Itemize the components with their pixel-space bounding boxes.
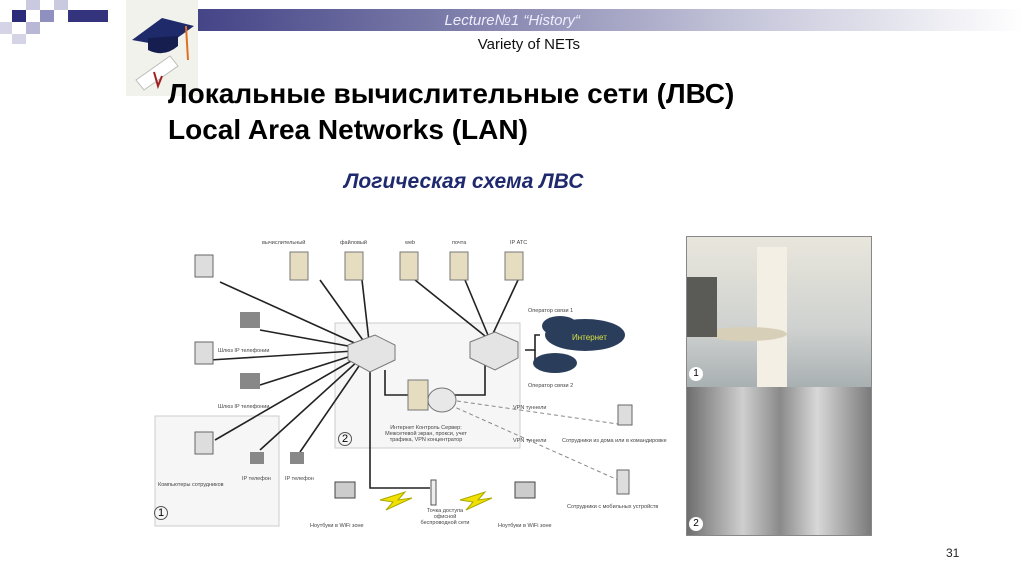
decor-square xyxy=(26,22,40,34)
office-and-server-photo: 1 2 xyxy=(686,236,872,536)
laptop-icons xyxy=(334,481,536,499)
cloud-internet-icon xyxy=(533,316,625,373)
decor-square xyxy=(0,22,12,34)
switch-icons xyxy=(347,331,519,373)
decor-square xyxy=(68,10,108,22)
decor-square xyxy=(12,34,26,44)
topic-label: Variety of NETs xyxy=(477,36,580,53)
wireless-bolt-icons xyxy=(379,490,493,511)
slide-subtitle: Логическая схема ЛВС xyxy=(344,170,584,193)
graduation-cap-icon xyxy=(126,0,198,96)
label-internet: Интернет xyxy=(572,333,607,342)
zone-1-box xyxy=(154,415,280,527)
photo-label-1: 1 xyxy=(689,367,703,381)
decor-square xyxy=(26,0,40,10)
access-point-icon xyxy=(430,479,437,506)
label-vpn-2: VPN туннели xyxy=(513,438,547,444)
zone-1-number: 1 xyxy=(154,506,168,520)
label-remote-employees: Сотрудники из дома или в командировке xyxy=(562,438,667,444)
label-server-compute: вычислительный xyxy=(262,240,306,246)
label-laptop-2: Ноутбуки в WiFi зоне xyxy=(498,523,552,529)
label-operator-2: Оператор связи 2 xyxy=(528,383,574,389)
zone-2-number: 2 xyxy=(338,432,352,446)
label-gateway-2: Шлюз IP телефонии xyxy=(218,404,270,410)
label-ip-phone-1: IP телефон xyxy=(242,476,271,482)
label-mobile-employees: Сотрудники с мобильных устройств xyxy=(567,504,659,510)
label-control-server: Интернет Контроль Сервер: Межсетевой экр… xyxy=(385,425,467,443)
label-server-mail: почта xyxy=(452,240,467,246)
decor-square xyxy=(40,10,54,22)
label-server-web: web xyxy=(405,240,416,246)
phone-icons xyxy=(240,312,304,464)
label-server-ipats: IP АТС xyxy=(510,240,528,246)
label-vpn-1: VPN туннели xyxy=(513,405,547,411)
server-room-photo xyxy=(687,387,871,535)
label-laptop-1: Ноутбуки в WiFi зоне xyxy=(310,523,364,529)
slide-title-ru: Локальные вычислительные сети (ЛВС) xyxy=(168,78,735,109)
header-bar xyxy=(126,9,1024,31)
decor-square xyxy=(54,0,68,10)
photo-label-2: 2 xyxy=(689,517,703,531)
label-ip-phone-2: IP телефон xyxy=(285,476,314,482)
slide-title-en: Local Area Networks (LAN) xyxy=(168,114,528,145)
lecture-label: Lecture№1 “History“ xyxy=(444,12,580,29)
label-computers: Компьютеры сотрудников xyxy=(158,482,224,488)
label-server-file: файловый xyxy=(340,240,367,246)
label-operator-1: Оператор связи 1 xyxy=(528,308,574,314)
decor-square xyxy=(12,10,26,22)
label-access-point: Точка доступа офисной беспроводной сети xyxy=(420,508,470,526)
server-icons xyxy=(289,251,524,413)
computer-icons xyxy=(194,254,633,495)
page-number: 31 xyxy=(946,546,960,560)
label-gateway-1: Шлюз IP телефонии xyxy=(218,348,270,354)
lan-diagram xyxy=(154,251,633,527)
